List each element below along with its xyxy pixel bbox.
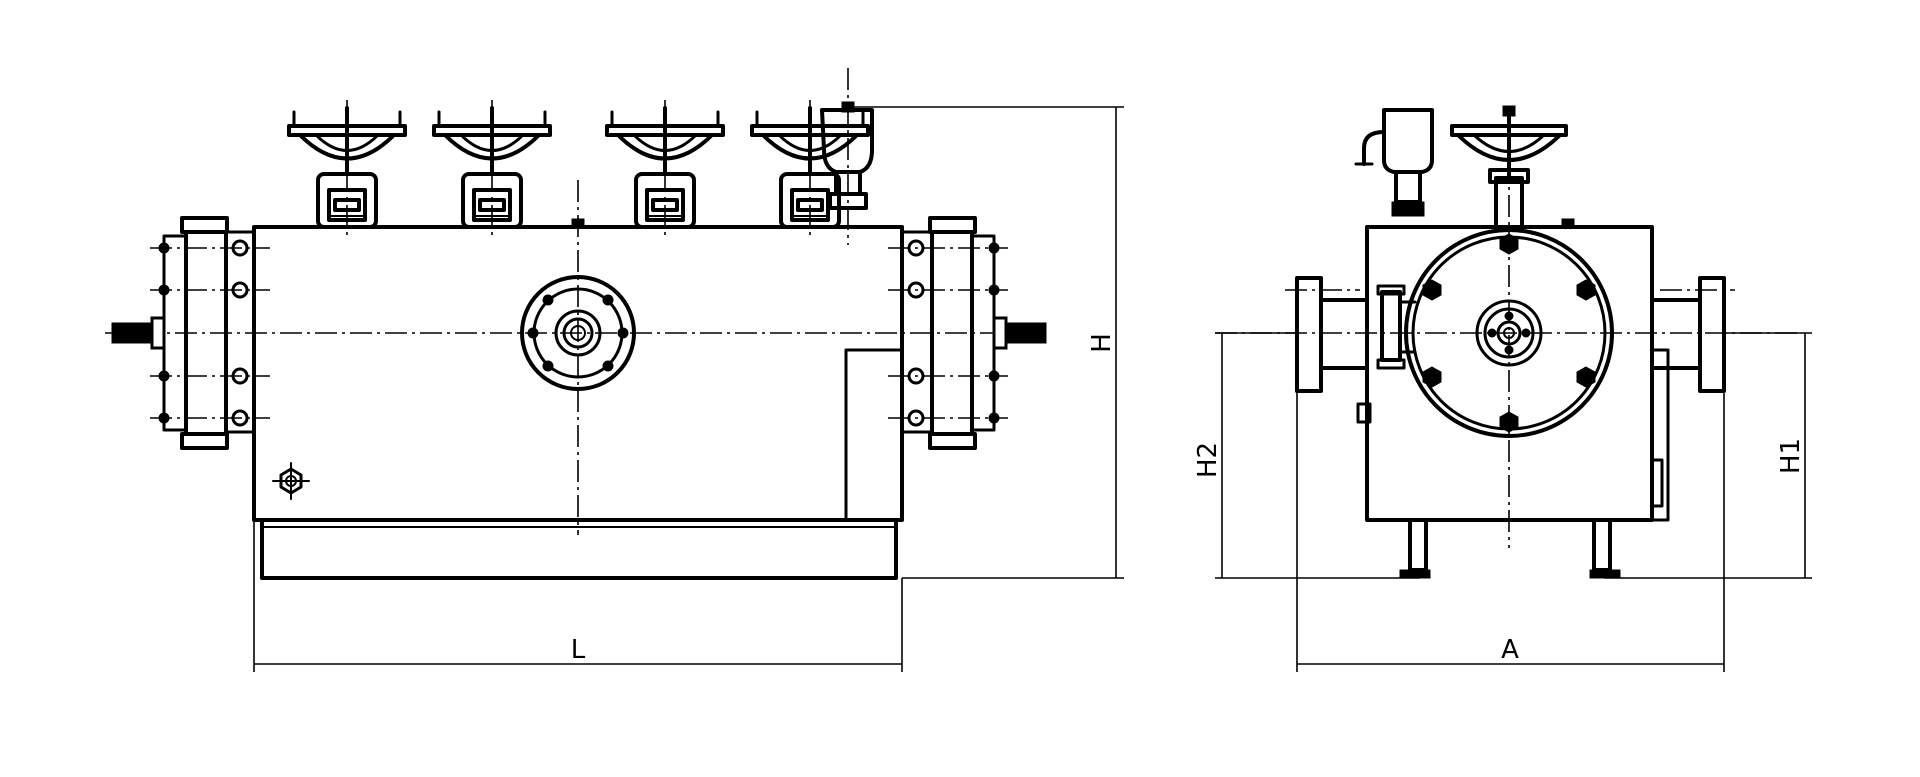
side-panel — [844, 348, 904, 522]
base-skid — [260, 518, 898, 580]
front-view: H L — [105, 68, 1124, 672]
side-vent — [1354, 108, 1434, 217]
side-legs — [1399, 518, 1621, 579]
dimension-h2-label: H2 — [1193, 442, 1223, 478]
dimension-l: L — [253, 520, 903, 672]
right-flange — [888, 216, 1047, 450]
top-nozzle — [571, 218, 585, 228]
side-left-nozzle — [1285, 276, 1369, 393]
valve-1 — [287, 100, 407, 235]
dimension-a: A — [1296, 391, 1725, 672]
dimension-h1: H1 — [1604, 332, 1812, 579]
side-right-nozzle — [1650, 276, 1735, 522]
dimension-h: H — [848, 106, 1124, 579]
side-valve — [1450, 105, 1568, 229]
dimension-h2: H2 — [1193, 332, 1420, 579]
cover-hinge — [1356, 284, 1417, 424]
valve-2 — [432, 100, 552, 235]
valve-4 — [750, 100, 870, 235]
dimension-h1-label: H1 — [1776, 438, 1806, 474]
drain-plug-icon — [272, 462, 310, 500]
dimension-a-label: A — [1501, 635, 1519, 665]
left-flange — [111, 216, 270, 450]
dimension-h-label: H — [1087, 333, 1117, 353]
valve-3 — [605, 100, 725, 235]
inspection-cover — [520, 275, 636, 391]
side-view: A H2 H1 — [1193, 105, 1812, 672]
dimension-l-label: L — [571, 635, 586, 665]
side-top-plug — [1561, 218, 1575, 228]
side-cover — [1404, 228, 1614, 438]
